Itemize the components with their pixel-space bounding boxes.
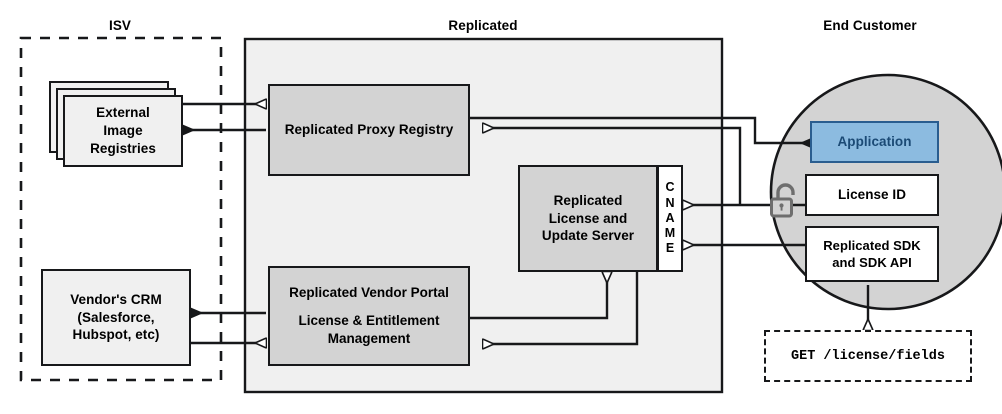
license-update-server-box[interactable]: Replicated License and Update Server	[518, 165, 658, 272]
vendor-portal-title: Replicated Vendor Portal	[289, 285, 449, 301]
vendor-portal-subtitle-line2: Management	[327, 331, 411, 346]
external-registries-label-line1: External	[96, 105, 150, 121]
license-id-label: License ID	[837, 187, 907, 203]
replicated-sdk-label-line1: Replicated SDK	[823, 237, 921, 253]
isv-zone-boundary	[19, 36, 223, 382]
proxy-registry-label: Replicated Proxy Registry	[284, 122, 454, 138]
external-registries-label-line3: Registries	[90, 140, 156, 156]
cname-letter-a: A	[665, 210, 675, 225]
zone-title-end-customer: End Customer	[823, 18, 917, 33]
api-request-label: GET /license/fields	[791, 348, 945, 364]
connector-portal-to-license-server	[470, 272, 607, 320]
proxy-registry-box[interactable]: Replicated Proxy Registry	[268, 84, 470, 176]
vendor-portal-subtitle-line1: License & Entitlement	[298, 313, 440, 329]
cname-letter-e: E	[665, 241, 675, 256]
license-update-server-label-line3: Update Server	[541, 228, 635, 244]
cname-letter-c: C	[665, 180, 675, 195]
cname-letter-n: N	[665, 195, 675, 210]
vendor-crm-label-line1: Vendor's CRM	[70, 291, 162, 307]
zone-title-replicated: Replicated	[448, 18, 518, 33]
replicated-sdk-label-line2: and SDK API	[832, 255, 912, 270]
connector-proxy-to-application	[470, 116, 812, 143]
vendor-crm-box[interactable]: Vendor's CRM (Salesforce, Hubspot, etc)	[41, 269, 191, 366]
license-id-box[interactable]: License ID	[805, 174, 939, 216]
external-registries-box[interactable]: External Image Registries	[63, 95, 183, 167]
connector-application-to-proxy	[483, 128, 742, 205]
unlocked-padlock-icon	[770, 183, 795, 218]
license-update-server-label-line2: License and	[548, 210, 628, 226]
external-registries-label-line2: Image	[103, 123, 143, 139]
application-label: Application	[837, 134, 912, 150]
application-box[interactable]: Application	[810, 121, 939, 163]
api-request-box: GET /license/fields	[764, 330, 972, 382]
license-update-server-label-line1: Replicated	[553, 192, 623, 208]
cname-box[interactable]: C N A M E	[657, 165, 683, 272]
connector-license-server-to-portal	[483, 272, 639, 344]
vendor-crm-label-line2: (Salesforce,	[77, 309, 155, 325]
vendor-crm-label-line3: Hubspot, etc)	[72, 327, 160, 343]
vendor-portal-subtitle: License & Entitlement Management	[298, 312, 439, 347]
vendor-portal-box[interactable]: Replicated Vendor Portal License & Entit…	[268, 266, 470, 366]
replicated-sdk-box[interactable]: Replicated SDK and SDK API	[805, 226, 939, 282]
cname-letter-m: M	[664, 226, 676, 241]
zone-title-isv: ISV	[108, 18, 132, 33]
